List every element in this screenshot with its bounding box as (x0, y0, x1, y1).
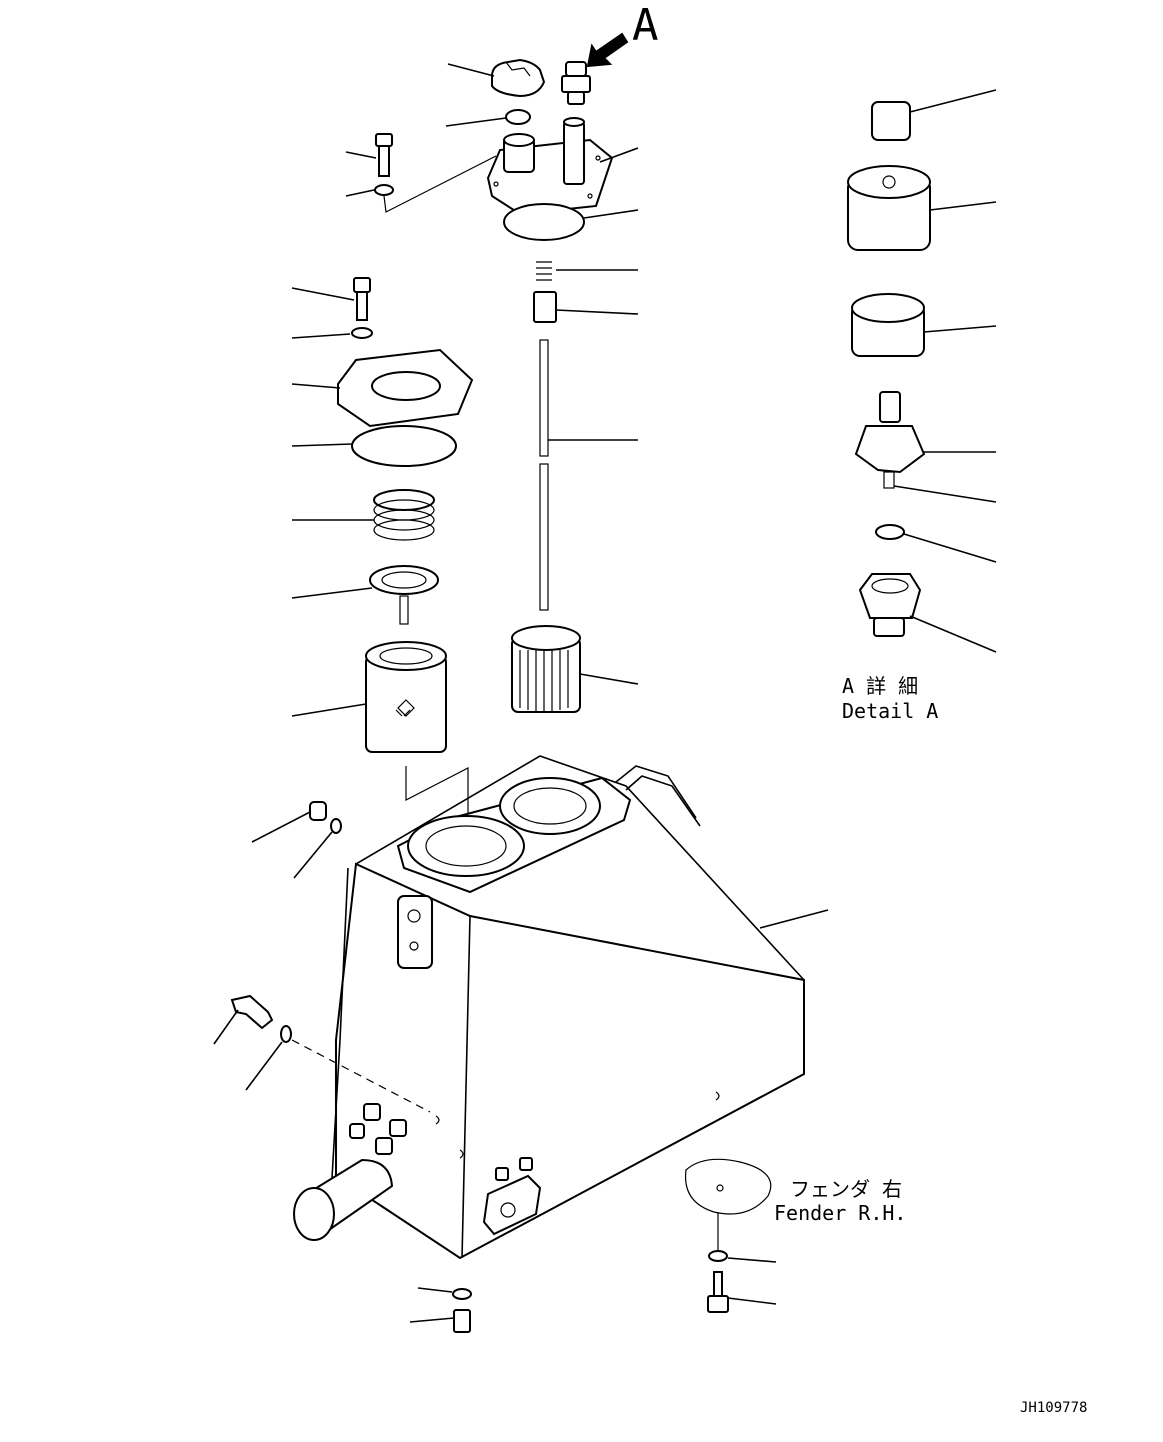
drain-plug (213, 994, 431, 1113)
bottom-mount-left (409, 1287, 472, 1333)
bottom-mount-right (684, 1158, 777, 1313)
cover-plate (291, 348, 474, 428)
hex-nut (533, 291, 639, 323)
flange-gasket (503, 203, 585, 241)
hydraulic-tank (293, 755, 829, 1260)
drawing-number: JH109778 (1020, 1400, 1087, 1416)
cap-oring (505, 109, 531, 125)
breather-valve (561, 61, 591, 105)
cover-gasket (351, 425, 457, 467)
fender-label-en: Fender R.H. (774, 1201, 906, 1225)
cover-bolt (291, 277, 373, 339)
fender-label-jp: フェンダ 右 (790, 1177, 902, 1201)
detail-a-label-en: Detail A (842, 699, 938, 723)
side-plug (251, 801, 342, 879)
bellows (292, 489, 435, 541)
detail-a-label-jp: A 詳 細 (842, 674, 918, 698)
level-rod (539, 339, 638, 611)
spring (536, 261, 638, 281)
return-filter (291, 641, 469, 832)
flange-bolt-upper (345, 133, 497, 213)
valve-disk (291, 565, 439, 625)
detail-a-parts (847, 89, 997, 653)
view-label: A (632, 0, 659, 51)
view-arrow-a: A (586, 0, 659, 68)
filler-cap (447, 58, 546, 98)
upper-flange (486, 117, 639, 216)
strainer (511, 625, 639, 713)
